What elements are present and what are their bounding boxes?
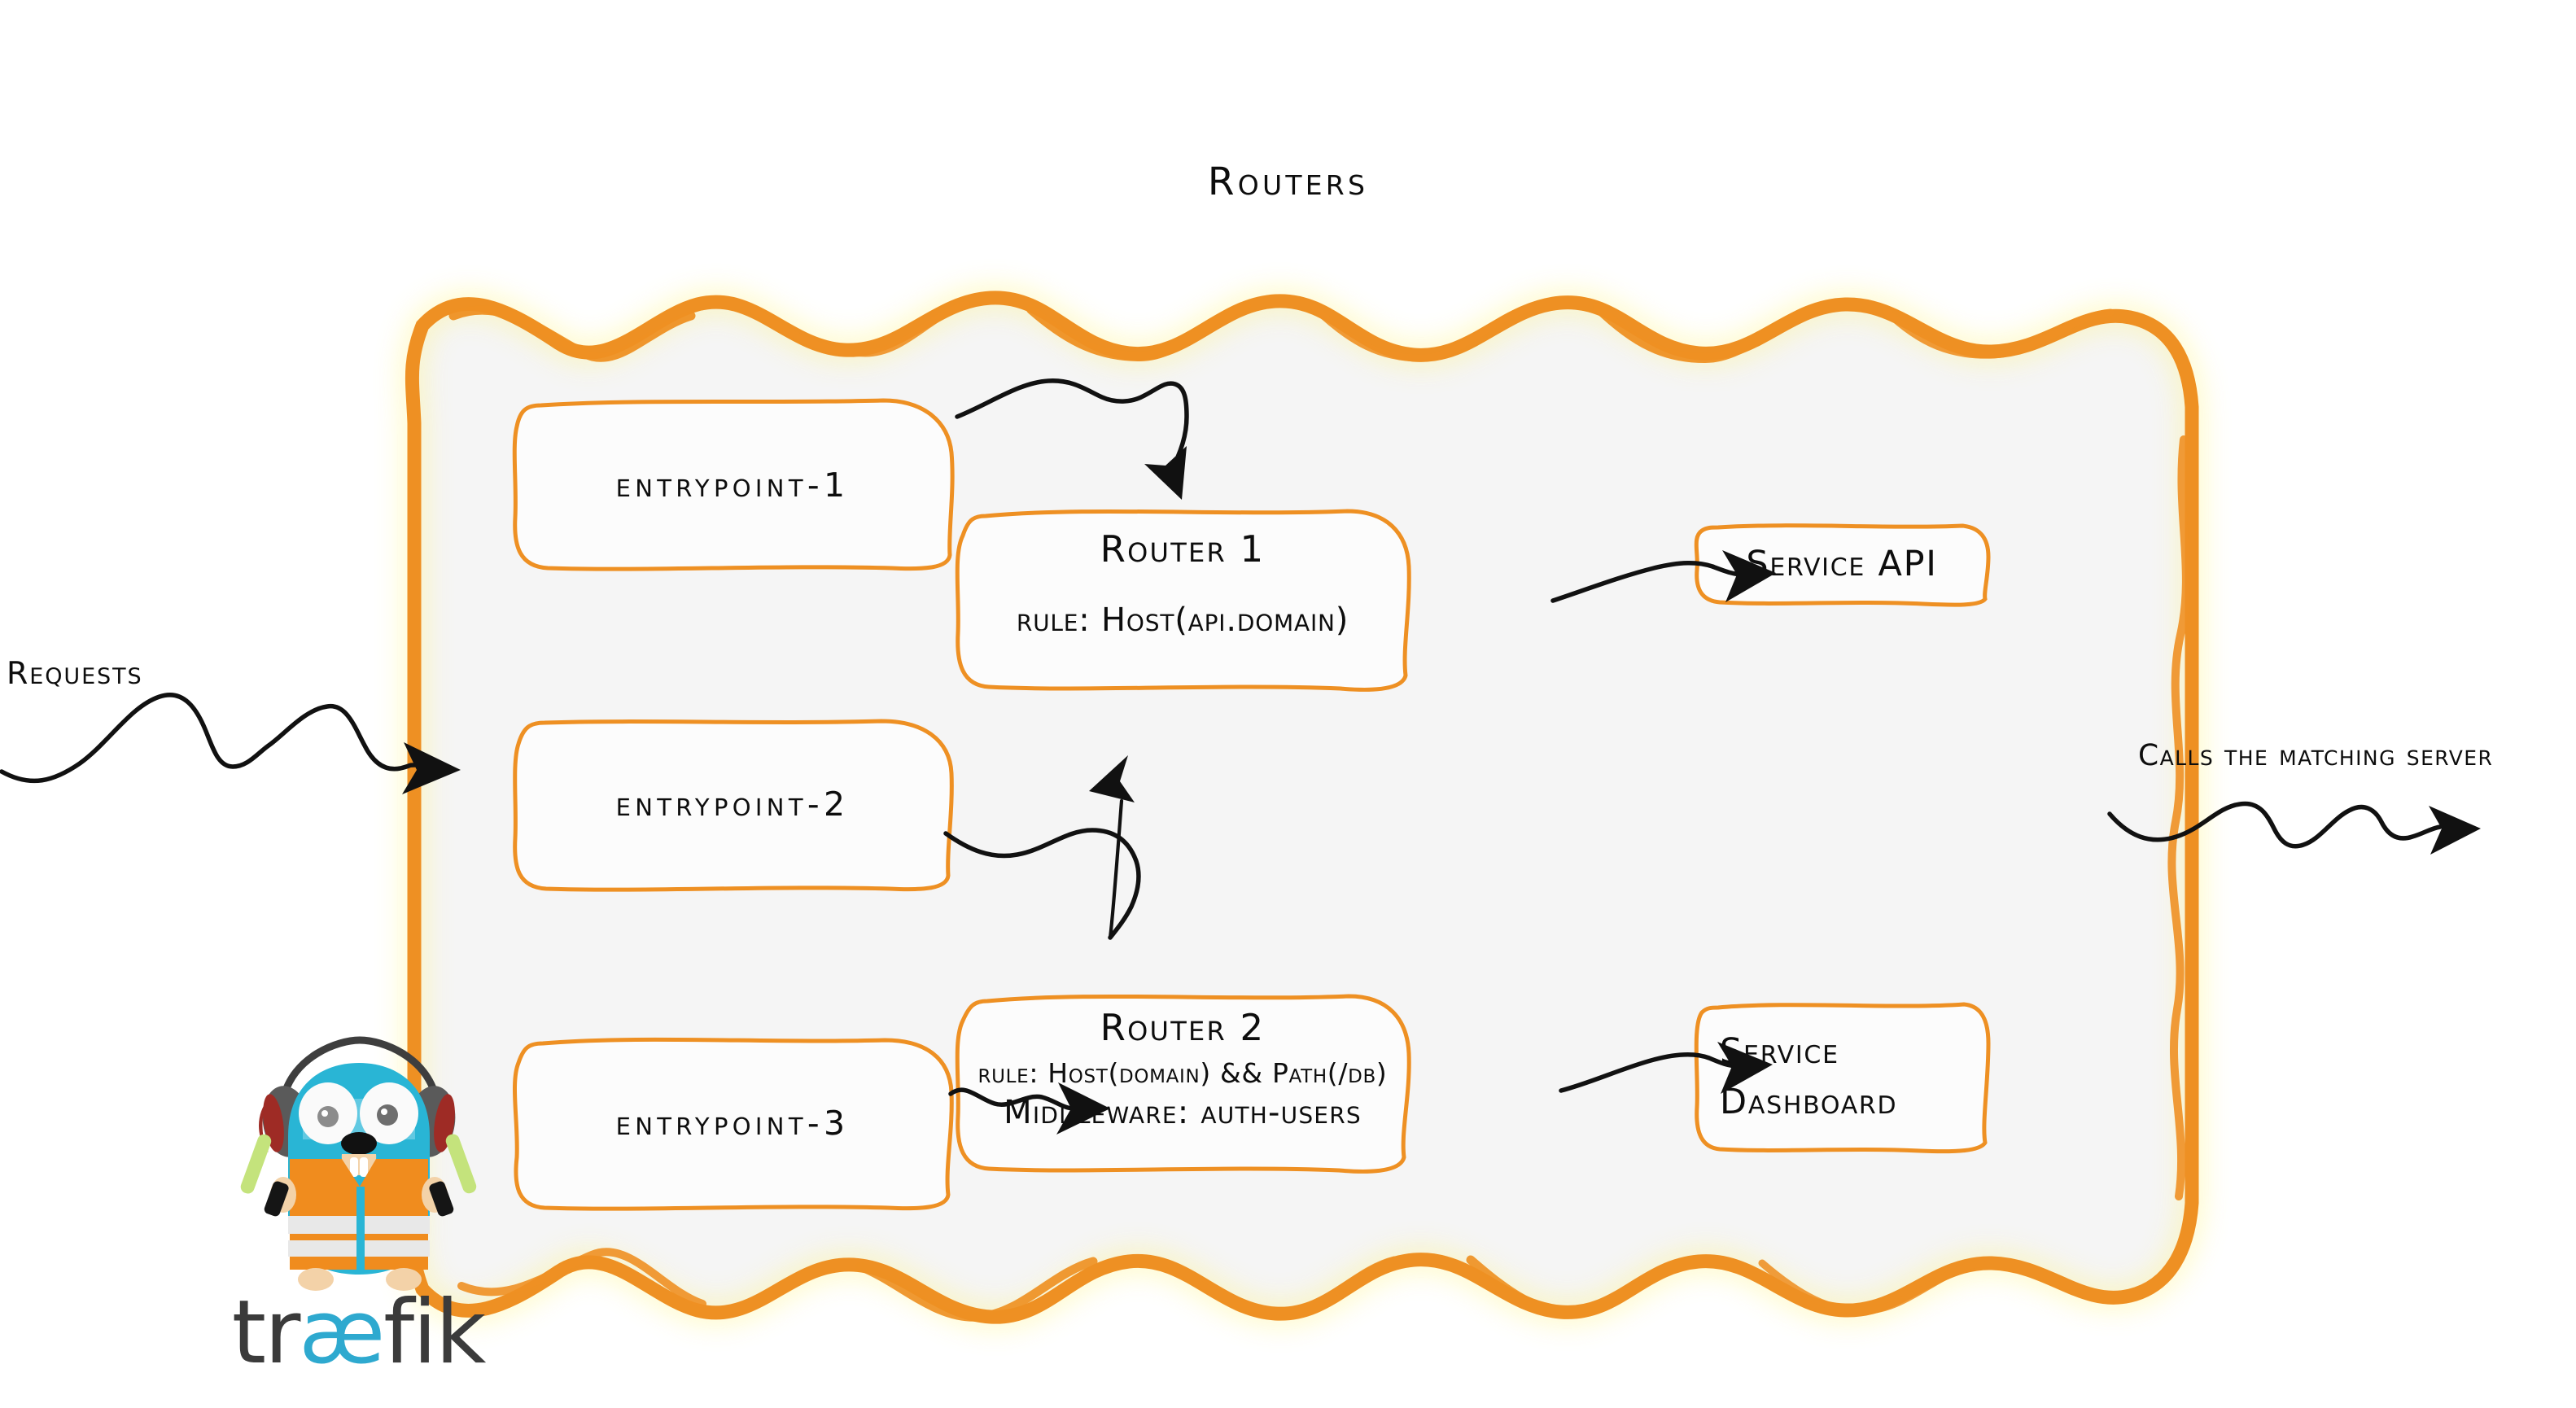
router-2-box[interactable]: Router 2 rule: Host(domain) && Path(/db)… xyxy=(951,991,1414,1177)
entrypoint-1-outline xyxy=(512,398,955,571)
arrow-requests-in xyxy=(0,693,461,794)
service-api-outline xyxy=(1694,523,1991,607)
service-api-box[interactable]: Service API xyxy=(1690,521,1993,607)
entrypoint-1-box[interactable]: entrypoint-1 xyxy=(509,396,956,575)
routers-group-container: entrypoint-1 entrypoint-2 entrypoint-3 xyxy=(400,269,2204,1335)
wordmark-part-ae: æ xyxy=(299,1282,385,1384)
gopher-mascot-icon xyxy=(240,1036,477,1291)
entrypoint-3-outline xyxy=(512,1037,954,1211)
entrypoint-2-box[interactable]: entrypoint-2 xyxy=(509,715,956,894)
container-rough-border xyxy=(400,285,2204,1330)
wordmark-part-after: fik xyxy=(383,1282,486,1384)
requests-label: Requests xyxy=(7,655,143,691)
calls-the-matching-server-label: Calls the matching server xyxy=(2138,739,2494,772)
page-title: Routers xyxy=(1207,160,1369,204)
traefik-wordmark: træfik xyxy=(142,1289,574,1377)
router-2-outline xyxy=(955,994,1411,1174)
entrypoint-2-outline xyxy=(513,719,954,892)
router-1-outline xyxy=(955,509,1411,692)
service-dashboard-box[interactable]: Service Dashboard xyxy=(1690,999,1993,1154)
entrypoint-3-box[interactable]: entrypoint-3 xyxy=(509,1034,956,1213)
traefik-logo: træfik xyxy=(232,1035,486,1401)
wordmark-part-before: tr xyxy=(231,1282,301,1384)
router-1-box[interactable]: Router 1 rule: Host(api.domain) xyxy=(951,505,1414,695)
service-dashboard-outline xyxy=(1694,1002,1991,1154)
